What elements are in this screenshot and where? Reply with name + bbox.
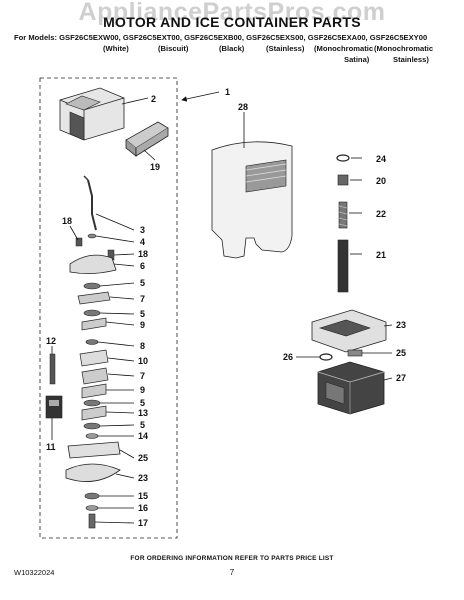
page-title: MOTOR AND ICE CONTAINER PARTS — [103, 14, 361, 30]
page-number: 7 — [229, 568, 235, 577]
right-shaft-parts — [336, 154, 350, 293]
variant-stainless: (Stainless) — [266, 44, 305, 53]
callout-28: 28 — [238, 102, 248, 112]
watermark: AppliancePartsPros.com — [78, 0, 386, 26]
callout-16: 16 — [138, 503, 148, 513]
side-parts — [45, 353, 63, 419]
models-line: For Models: GSF26C5EXW00, GSF26C5EXT00, … — [14, 33, 428, 42]
callout-7b: 7 — [140, 371, 145, 381]
callout-7a: 7 — [140, 294, 145, 304]
variant-white: (White) — [103, 44, 129, 53]
variant-black: (Black) — [219, 44, 245, 53]
callout-5a: 5 — [140, 278, 145, 288]
callout-23a: 23 — [138, 473, 148, 483]
callout-3: 3 — [140, 225, 145, 235]
callout-labels: 1 2 19 28 24 20 22 21 3 4 18 18 6 5 7 5 … — [46, 87, 406, 528]
callout-1: 1 — [225, 87, 230, 97]
callout-15: 15 — [138, 491, 148, 501]
washer-part — [319, 353, 333, 361]
callout-5b: 5 — [140, 309, 145, 319]
callout-9a: 9 — [140, 320, 145, 330]
callout-11: 11 — [46, 442, 56, 452]
callout-6: 6 — [140, 261, 145, 271]
ordering-note: FOR ORDERING INFORMATION REFER TO PARTS … — [130, 555, 334, 562]
callout-10: 10 — [138, 356, 148, 366]
ice-bin-cover-part — [59, 87, 125, 141]
clip-part — [347, 349, 363, 357]
auger-wire-part — [83, 175, 97, 231]
motor-part — [317, 361, 385, 415]
callout-26: 26 — [283, 352, 293, 362]
deflector-part — [125, 121, 169, 157]
variant-satina: Satina) — [344, 55, 370, 64]
variant-stainless-2: Stainless) — [393, 55, 429, 64]
callout-25b: 25 — [396, 348, 406, 358]
callout-20: 20 — [376, 176, 386, 186]
callout-21: 21 — [376, 250, 386, 260]
callout-23b: 23 — [396, 320, 406, 330]
callout-13: 13 — [138, 408, 148, 418]
ice-container-front-part — [211, 141, 293, 259]
callout-2: 2 — [151, 94, 156, 104]
assembly-outline — [39, 77, 178, 539]
callout-22: 22 — [376, 209, 386, 219]
model-variants: (White) (Biscuit) (Black) (Stainless) (M… — [0, 44, 464, 68]
callout-14: 14 — [138, 431, 148, 441]
callout-17: 17 — [138, 518, 148, 528]
callout-12: 12 — [46, 336, 56, 346]
callout-4: 4 — [140, 237, 145, 247]
callout-27: 27 — [396, 373, 406, 383]
motor-mount-part — [311, 309, 387, 353]
callout-24: 24 — [376, 154, 386, 164]
callout-8: 8 — [140, 341, 145, 351]
variant-monochromatic-2: (Monochromatic — [374, 44, 434, 53]
auger-stack — [65, 233, 121, 529]
callout-18a: 18 — [62, 216, 72, 226]
document-number: W10322024 — [14, 568, 55, 577]
callout-5d: 5 — [140, 420, 145, 430]
callout-18b: 18 — [138, 249, 148, 259]
callout-9b: 9 — [140, 385, 145, 395]
variant-biscuit: (Biscuit) — [158, 44, 189, 53]
callout-25a: 25 — [138, 453, 148, 463]
callout-5c: 5 — [140, 398, 145, 408]
callout-19: 19 — [150, 162, 160, 172]
leader-lines — [51, 91, 393, 524]
variant-monochromatic-1: (Monochromatic — [314, 44, 374, 53]
